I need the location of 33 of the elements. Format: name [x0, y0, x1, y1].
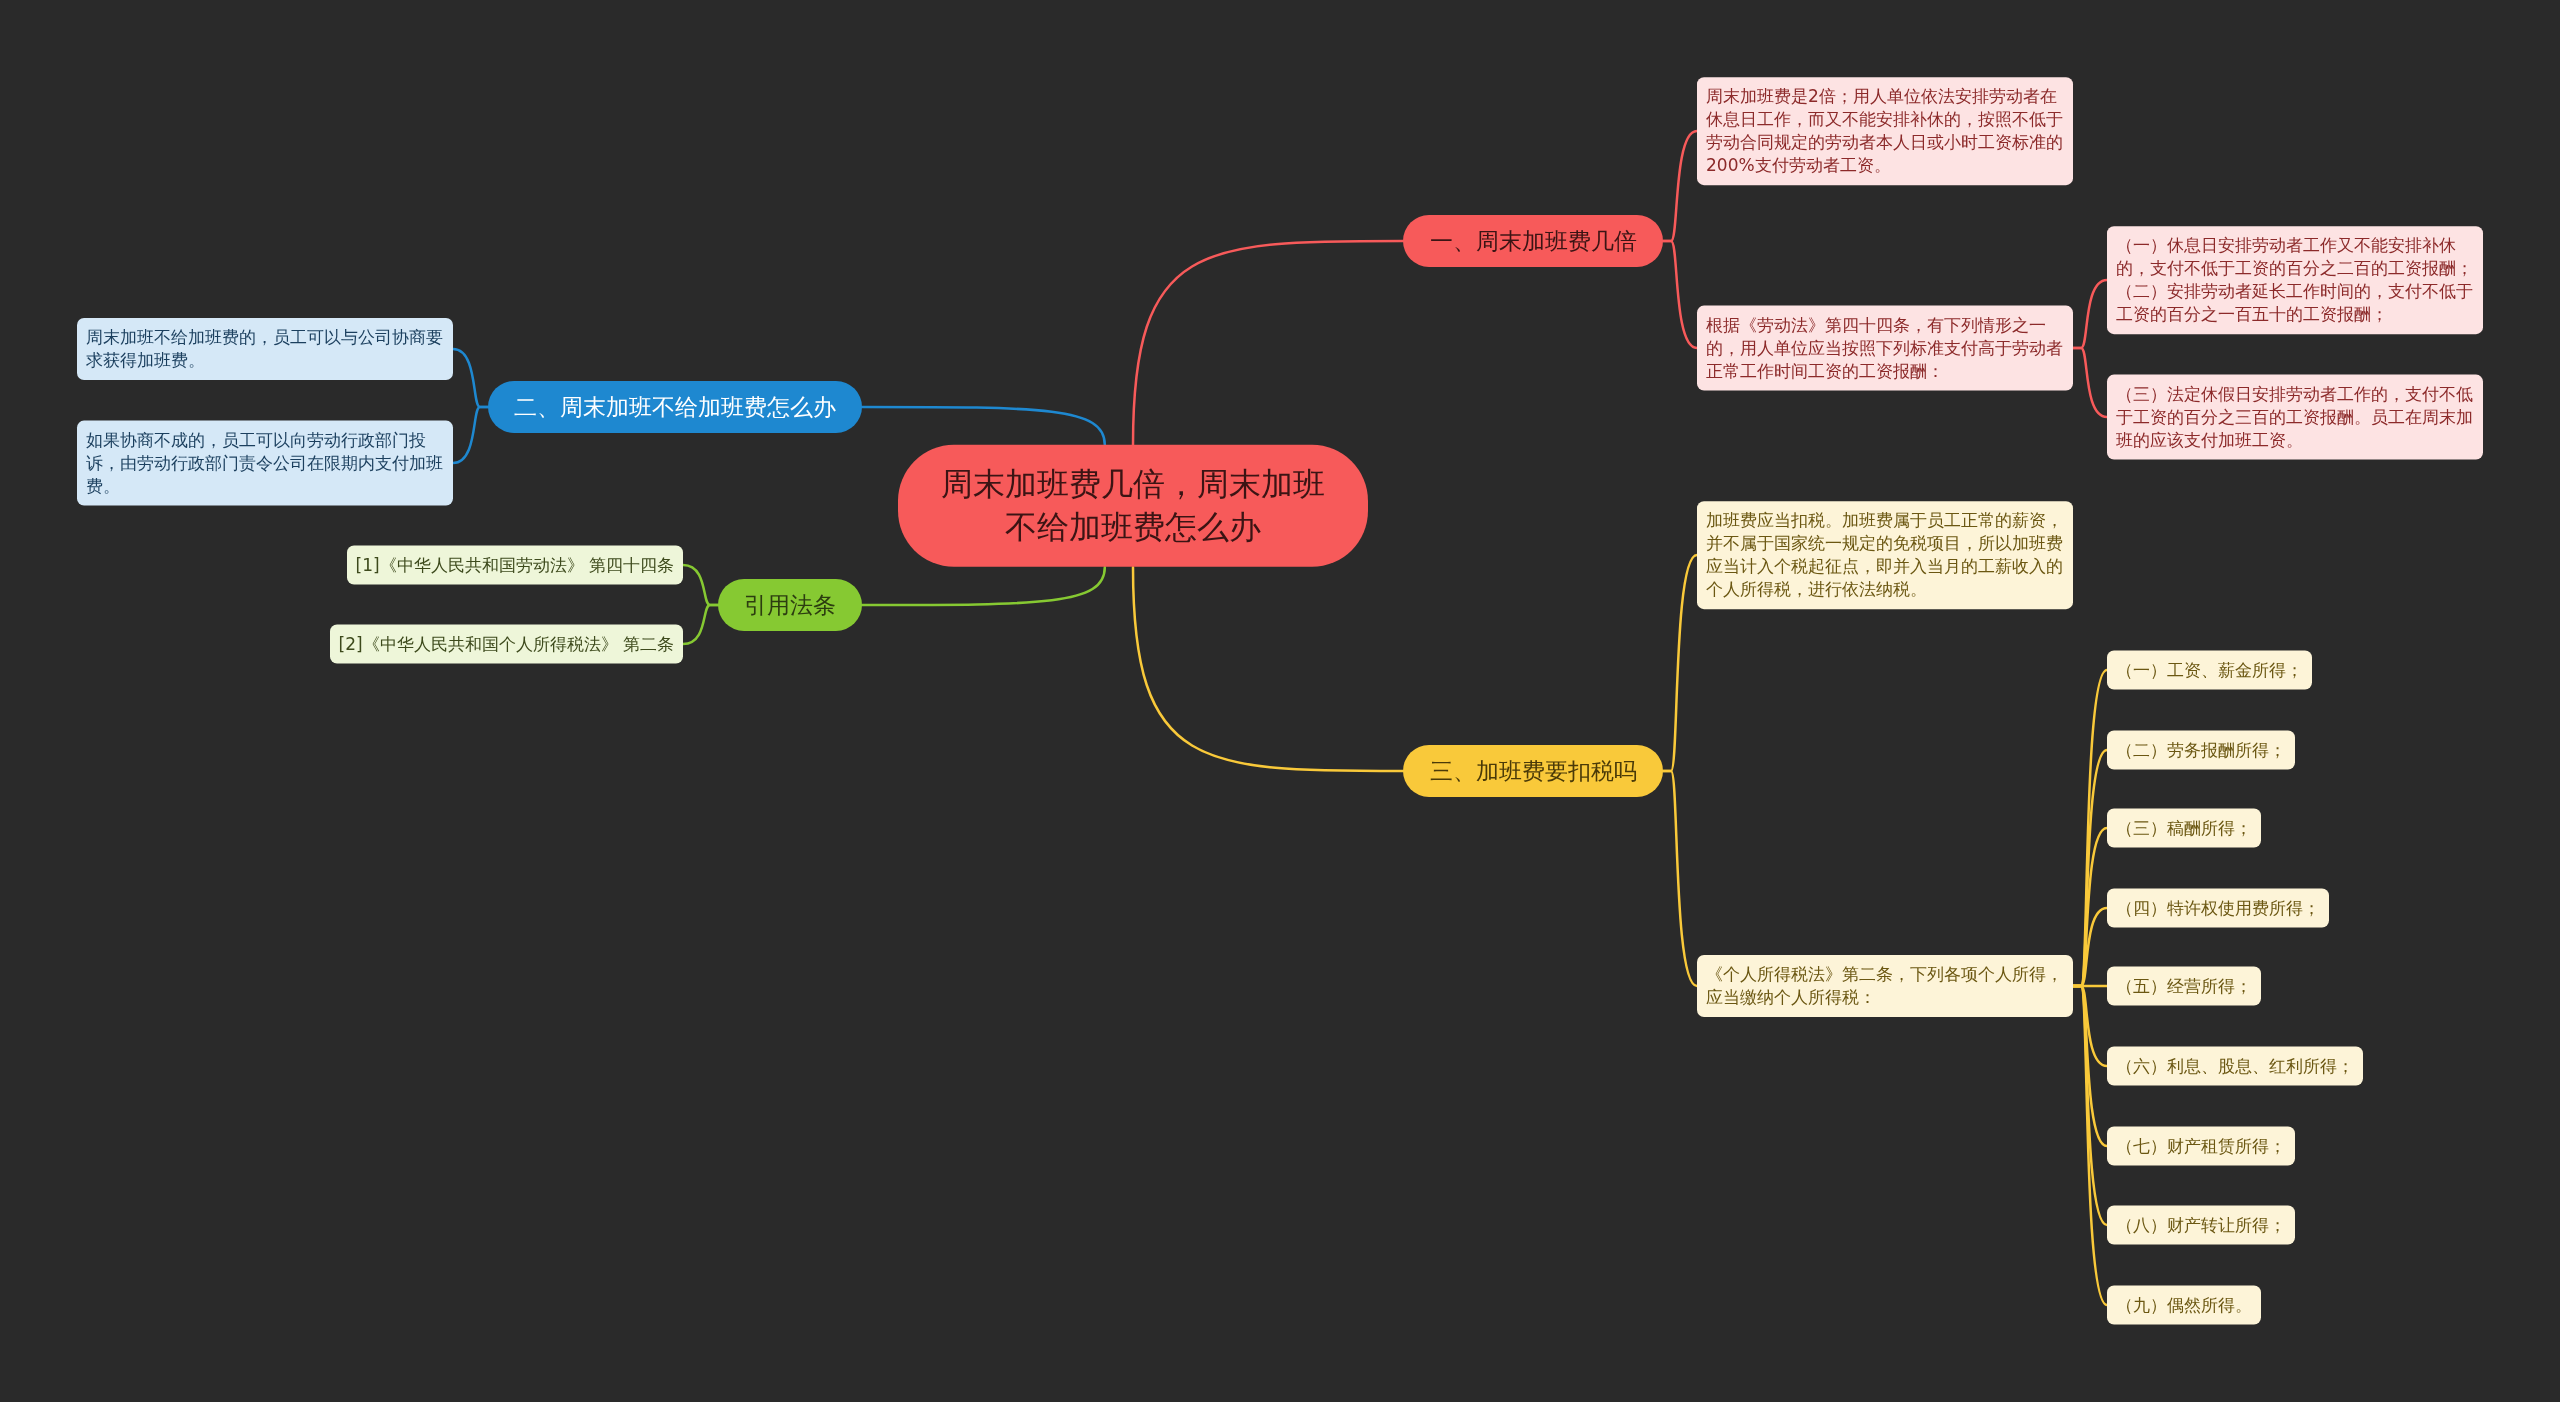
connector-line [1131, 239, 1405, 447]
connector-line [2071, 346, 2109, 419]
note-card: （三）稿酬所得； [2107, 808, 2261, 848]
note-card: [2]《中华人民共和国个人所得税法》 第二条 [329, 624, 683, 664]
note-card: 周末加班不给加班费的，员工可以与公司协商要求获得加班费。 [77, 318, 453, 380]
root-topic-pill: 周末加班费几倍，周末加班不给加班费怎么办 [898, 444, 1368, 568]
connector-line [451, 405, 490, 465]
note-card: （一）休息日安排劳动者工作又不能安排补休的，支付不低于工资的百分之二百的工资报酬；（二）安排劳动者延长工作时间的，支付不低于工资的百分之一百五十的工资报酬； [2107, 226, 2483, 334]
branch-topic-pill: 一、周末加班费几倍 [1403, 214, 1663, 268]
note-card: （六）利息、股息、红利所得； [2107, 1046, 2363, 1086]
note-card: （四）特许权使用费所得； [2107, 888, 2329, 928]
note-card: （二）劳务报酬所得； [2107, 730, 2295, 770]
connector-line [860, 405, 1107, 447]
connector-line [1661, 239, 1699, 350]
note-card: （三）法定休假日安排劳动者工作的，支付不低于工资的百分之三百的工资报酬。员工在周末加班的应该支付加班工资。 [2107, 374, 2483, 460]
note-card: 周末加班费是2倍；用人单位依法安排劳动者在休息日工作，而又不能安排补休的，按照不低于劳动合同规定的劳动者本人日或小时工资标准的200%支付劳动者工资。 [1697, 77, 2073, 185]
note-card: （八）财产转让所得； [2107, 1205, 2295, 1245]
branch-topic-pill: 二、周末加班不给加班费怎么办 [488, 380, 862, 434]
note-card: （五）经营所得； [2107, 966, 2261, 1006]
note-card: 《个人所得税法》第二条，下列各项个人所得，应当缴纳个人所得税： [1697, 955, 2073, 1017]
note-card: 加班费应当扣税。加班费属于员工正常的薪资，并不属于国家统一规定的免税项目，所以加班费应当计入个税起征点，即并入当月的工薪收入的个人所得税，进行依法纳税。 [1697, 501, 2073, 609]
branch-topic-pill: 引用法条 [718, 578, 862, 632]
note-card: 如果协商不成的，员工可以向劳动行政部门投诉，由劳动行政部门责令公司在限期内支付加班费。 [77, 420, 453, 506]
connector-line [681, 603, 720, 646]
connector-line [1661, 769, 1699, 988]
branch-topic-pill: 三、加班费要扣税吗 [1403, 744, 1663, 798]
connector-line [1131, 565, 1405, 773]
connector-line [860, 565, 1107, 607]
note-card: [1]《中华人民共和国劳动法》 第四十四条 [346, 545, 683, 585]
note-card: 根据《劳动法》第四十四条，有下列情形之一的，用人单位应当按照下列标准支付高于劳动者正常工作时间工资的工资报酬： [1697, 305, 2073, 391]
note-card: （九）偶然所得。 [2107, 1285, 2261, 1325]
note-card: （七）财产租赁所得； [2107, 1126, 2295, 1166]
note-card: （一）工资、薪金所得； [2107, 650, 2312, 690]
